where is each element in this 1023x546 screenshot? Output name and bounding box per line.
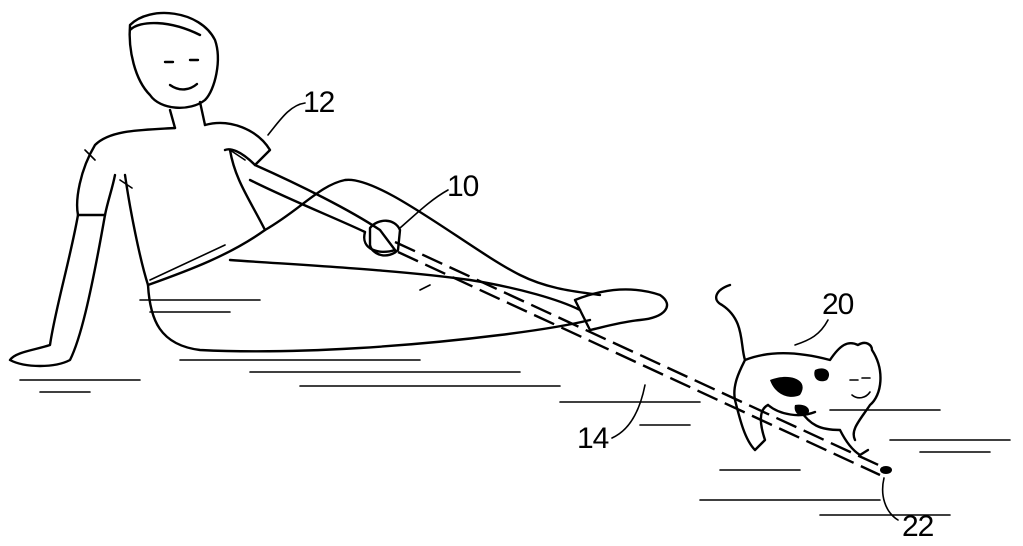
floor-lines (19, 299, 1011, 516)
reference-numeral-14: 14 (577, 422, 609, 455)
reference-numeral-12: 12 (303, 86, 335, 119)
light-spot (880, 466, 892, 474)
reference-numeral-10: 10 (447, 170, 479, 203)
light-beam-line (397, 250, 881, 477)
reference-numeral-20: 20 (822, 288, 854, 321)
person-figure (8, 11, 669, 368)
reference-numeral-22: 22 (902, 510, 934, 543)
leader-lines (267, 102, 899, 521)
laser-device-drawing (368, 219, 402, 257)
cat-figure (714, 283, 882, 457)
